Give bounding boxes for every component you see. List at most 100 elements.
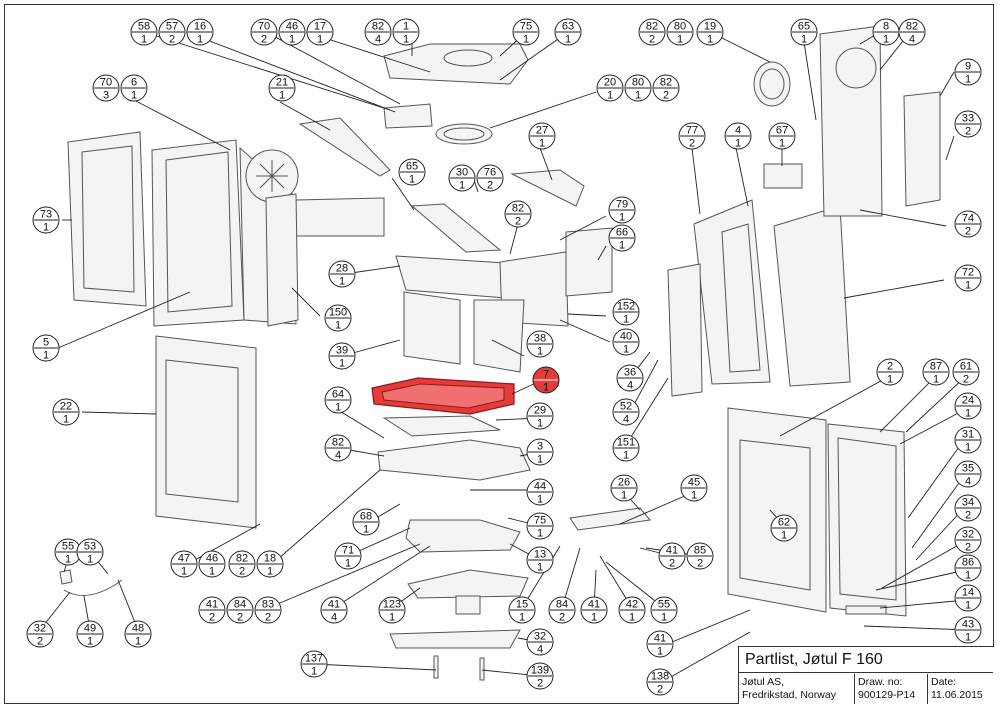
part-quantity: 1 [289,34,295,46]
part-quantity: 2 [237,612,243,624]
part-quantity: 2 [657,684,663,696]
part-quantity: 1 [691,490,697,502]
part-quantity: 1 [781,530,787,542]
part-number: 36 [624,367,636,379]
part-quantity: 1 [933,374,939,386]
part-balloon-9: 91 [954,58,982,86]
part-number: 32 [534,631,546,643]
part-balloon-17: 171 [306,18,334,46]
part-number: 74 [962,213,974,225]
company-location: Fredrikstad, Norway [742,689,836,701]
part-quantity: 2 [515,216,521,228]
part-balloon-16: 161 [186,18,214,46]
part-balloon-24: 241 [954,392,982,420]
part-balloon-3: 31 [526,438,554,466]
part-number: 85 [694,545,706,557]
part-number: 48 [132,623,144,635]
drawing-number-cell: Draw. no: 900129-P14 [855,674,928,704]
part-number: 38 [534,333,546,345]
part-balloon-46: 461 [278,18,306,46]
part-number: 86 [962,557,974,569]
part-balloon-39: 391 [328,342,356,370]
title-block: Partlist, Jøtul F 160 Jøtul AS, Fredriks… [738,646,994,704]
part-number: 42 [626,599,638,611]
part-number: 28 [336,263,348,275]
part-number: 82 [332,437,344,449]
drawing-number: 900129-P14 [858,689,916,701]
part-balloon-34: 342 [954,494,982,522]
part-quantity: 2 [669,558,675,570]
part-quantity: 1 [543,382,549,394]
part-balloon-61: 612 [952,358,980,386]
part-quantity: 2 [965,126,971,138]
part-balloon-55: 551 [54,538,82,566]
part-quantity: 2 [663,90,669,102]
part-quantity: 1 [389,612,395,624]
part-quantity: 1 [779,138,785,150]
balloon-layer: 5815721617024611718241175163182280119165… [26,18,982,696]
part-balloon-47: 471 [170,550,198,578]
part-balloon-53: 531 [76,538,104,566]
part-quantity: 2 [649,34,655,46]
part-number: 67 [776,125,788,137]
part-balloon-32: 322 [26,620,54,648]
part-quantity: 4 [965,476,971,488]
part-quantity: 4 [627,380,633,392]
part-quantity: 4 [623,414,629,426]
part-quantity: 1 [537,418,543,430]
part-number: 41 [588,599,600,611]
part-number: 9 [965,61,971,73]
part-quantity: 2 [689,138,695,150]
part-number: 44 [534,481,546,493]
part-balloon-80: 801 [666,18,694,46]
part-quantity: 2 [239,566,245,578]
part-quantity: 1 [677,34,683,46]
company-name: Jøtul AS, [742,676,785,688]
part-quantity: 1 [43,222,49,234]
part-number: 24 [962,395,974,407]
part-number: 16 [194,21,206,33]
part-quantity: 1 [661,612,667,624]
part-quantity: 1 [965,570,971,582]
part-number: 82 [372,21,384,33]
part-quantity: 1 [965,600,971,612]
part-balloon-19: 191 [696,18,724,46]
part-number: 75 [520,21,532,33]
part-number: 35 [962,463,974,475]
part-number: 49 [84,623,96,635]
part-balloon-49: 491 [76,620,104,648]
company-cell: Jøtul AS, Fredrikstad, Norway [739,674,855,704]
part-quantity: 1 [43,350,49,362]
part-balloon-30: 301 [448,164,476,192]
part-number: 152 [617,301,635,313]
part-quantity: 1 [735,138,741,150]
part-number: 33 [962,113,974,125]
part-balloon-57: 572 [158,18,186,46]
part-balloon-82: 824 [324,434,352,462]
part-quantity: 4 [331,612,337,624]
part-balloon-5: 51 [32,334,60,362]
part-number: 46 [206,553,218,565]
part-number: 75 [534,515,546,527]
part-balloon-71: 711 [334,542,362,570]
part-balloon-33: 332 [954,110,982,138]
part-number: 26 [618,477,630,489]
part-quantity: 1 [459,180,465,192]
part-balloon-29: 291 [526,402,554,430]
part-quantity: 1 [335,402,341,414]
part-balloon-80: 801 [624,74,652,102]
part-quantity: 1 [311,666,317,678]
part-quantity: 1 [345,558,351,570]
part-number: 83 [262,599,274,611]
part-quantity: 1 [619,212,625,224]
part-quantity: 1 [363,524,369,536]
part-number: 41 [654,633,666,645]
part-balloon-1: 11 [392,18,420,46]
part-balloon-86: 861 [954,554,982,582]
part-quantity: 2 [261,34,267,46]
part-number: 3 [537,441,543,453]
part-balloon-6: 61 [120,74,148,102]
part-balloon-68: 681 [352,508,380,536]
